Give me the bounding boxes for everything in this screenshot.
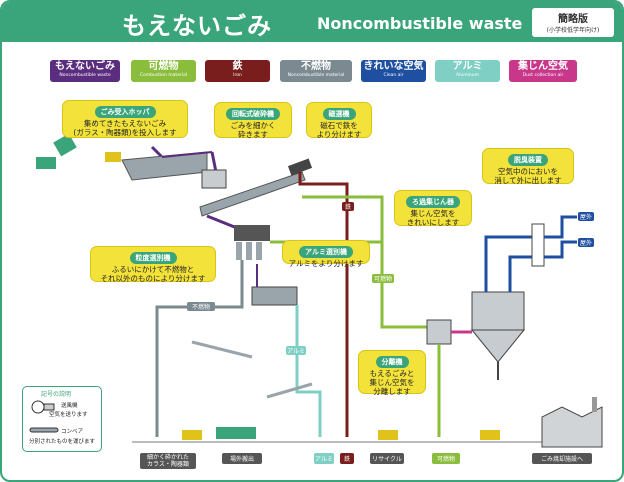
label-crushed-glass: 細かく砕かれた カラス・陶器類 bbox=[140, 453, 196, 469]
particle-sieve bbox=[234, 225, 270, 241]
noncombustible-tag: 不燃物 bbox=[187, 302, 215, 311]
forklift-1 bbox=[182, 430, 202, 440]
clean-air-line bbox=[484, 235, 532, 292]
aluminum-tag: アルミ bbox=[286, 346, 306, 355]
outdoor-tag-1: 屋外 bbox=[578, 212, 594, 221]
iron-flow-line bbox=[298, 172, 349, 437]
blower-desc: 空気を送ります bbox=[49, 412, 88, 418]
rotary-crusher bbox=[201, 169, 227, 189]
iron-tag: 鉄 bbox=[342, 202, 354, 211]
callout-sieve: 粒度選別機 ふるいにかけて不燃物と それ以外のものにより分けます bbox=[90, 246, 216, 283]
simplified-version-tag: 簡略版 (小学校低学年向け) bbox=[532, 8, 614, 37]
garbage-truck bbox=[36, 157, 56, 169]
conveyor-label: コンベア bbox=[61, 429, 84, 435]
label-combustible-bin: 可燃物 bbox=[432, 453, 460, 464]
conveyor-icon bbox=[29, 427, 59, 433]
title-english: Noncombustible waste bbox=[317, 14, 523, 33]
noncombustible-flow-line bbox=[155, 260, 244, 437]
callout-hopper: ごみ受入ホッパ 集めてきたもえないごみ (ガラス・陶器類)を投入します bbox=[62, 100, 188, 138]
blower-icon bbox=[31, 400, 55, 414]
title-bar: もえないごみ Noncombustible waste 簡略版 (小学校低学年向… bbox=[2, 2, 622, 42]
blower-label: 送風機 bbox=[61, 403, 78, 409]
label-recycle: リサイクル bbox=[370, 453, 404, 464]
cyclone-separator bbox=[426, 319, 452, 345]
bag-filter bbox=[471, 291, 525, 331]
combustible-tag: 可燃物 bbox=[372, 274, 394, 283]
label-iron-bin: 鉄 bbox=[340, 453, 354, 464]
conveyor-desc: 分別されたものを運びます bbox=[29, 439, 96, 445]
callout-bag-filter: ろ過集じん器 集じん空気を きれいにします bbox=[394, 190, 472, 227]
conveyor-1 bbox=[191, 340, 253, 359]
symbol-key: 記号の説明 送風機 空気を送ります コンベア 分別されたものを運びます bbox=[22, 386, 102, 452]
aluminum-flow-line bbox=[295, 305, 322, 437]
callout-deodorizer: 脱臭装置 空気中のにおいを 消して外に出します bbox=[482, 148, 574, 185]
title-japanese: もえないごみ bbox=[122, 12, 272, 40]
callout-aluminum-separator: アルミ選別機 アルミをより分けます bbox=[282, 240, 370, 268]
feed-line bbox=[161, 151, 213, 158]
dump-truck bbox=[216, 427, 256, 439]
label-aluminum-bin: アルミ bbox=[314, 453, 334, 464]
forklift-2 bbox=[378, 430, 398, 440]
inclined-conveyor bbox=[199, 171, 306, 217]
deodorizer bbox=[531, 223, 545, 267]
symbol-key-title: 記号の説明 bbox=[41, 391, 72, 398]
loader bbox=[105, 152, 121, 162]
waste-flow-line bbox=[150, 145, 164, 159]
version-audience: (小学校低学年向け) bbox=[546, 27, 600, 34]
callout-crusher: 回転式破砕機 ごみを細かく 砕きます bbox=[214, 102, 292, 139]
version-label: 簡略版 bbox=[558, 14, 588, 25]
forklift-3 bbox=[480, 430, 500, 440]
label-incineration: ごみ焼却施設へ bbox=[532, 453, 592, 464]
to-sieve-line bbox=[206, 214, 238, 230]
callout-magnet: 磁選機 磁石で鉄を より分けます bbox=[306, 102, 372, 139]
conveyor-2 bbox=[266, 382, 313, 399]
incineration-plant bbox=[541, 406, 603, 448]
aluminum-separator bbox=[251, 286, 298, 306]
callout-separator: 分離機 もえるごみと 集じん空気を 分離します bbox=[358, 350, 426, 396]
label-landfill: 場外搬出 bbox=[222, 453, 262, 464]
outdoor-tag-2: 屋外 bbox=[578, 238, 594, 247]
magnetic-separator bbox=[287, 158, 313, 176]
